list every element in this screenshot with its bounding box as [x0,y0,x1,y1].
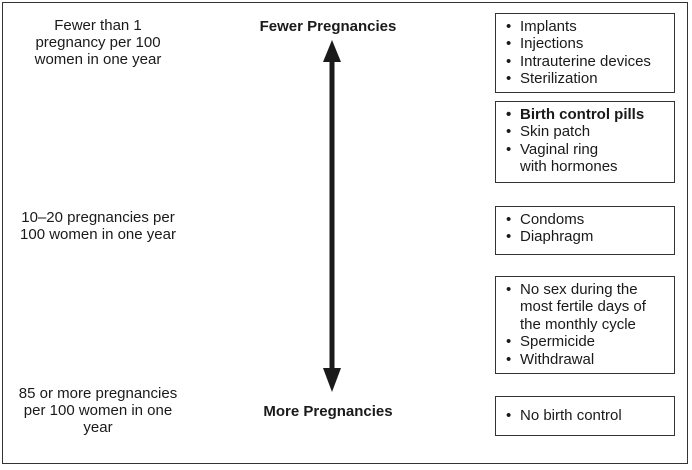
method-group-barrier: Condoms Diaphragm [495,206,675,255]
axis-label-more-pregnancies: More Pregnancies [263,403,393,420]
method-group-most-effective: Implants Injections Intrauterine devices… [495,13,675,93]
method-item-birth-control-pills: Birth control pills [504,106,668,124]
method-item-intrauterine-devices: Intrauterine devices [504,53,668,71]
method-item-vaginal-ring: Vaginal ring with hormones [504,141,668,176]
method-item-skin-patch: Skin patch [504,123,668,141]
method-item-spermicide: Spermicide [504,333,668,351]
method-item-condoms: Condoms [504,211,668,229]
method-group-less-effective: No sex during the most fertile days of t… [495,276,675,374]
method-item-no-birth-control: No birth control [504,407,668,425]
rate-label-85-or-more: 85 or more pregnancies per 100 women in … [18,385,178,436]
method-group-hormonal: Birth control pills Skin patch Vaginal r… [495,101,675,183]
method-item-diaphragm: Diaphragm [504,228,668,246]
method-item-fertility-awareness: No sex during the most fertile days of t… [504,281,668,333]
rate-label-fewer-than-1: Fewer than 1 pregnancy per 100 women in … [34,17,162,68]
diagram-frame [2,2,688,464]
method-group-none: No birth control [495,396,675,436]
method-item-sterilization: Sterilization [504,70,668,88]
method-item-implants: Implants [504,18,668,36]
arrow-head-up [323,40,341,62]
method-item-injections: Injections [504,35,668,53]
rate-label-10-20: 10–20 pregnancies per 100 women in one y… [20,209,176,243]
axis-label-fewer-pregnancies: Fewer Pregnancies [259,18,397,35]
method-item-withdrawal: Withdrawal [504,351,668,369]
arrow-head-down [323,368,341,392]
